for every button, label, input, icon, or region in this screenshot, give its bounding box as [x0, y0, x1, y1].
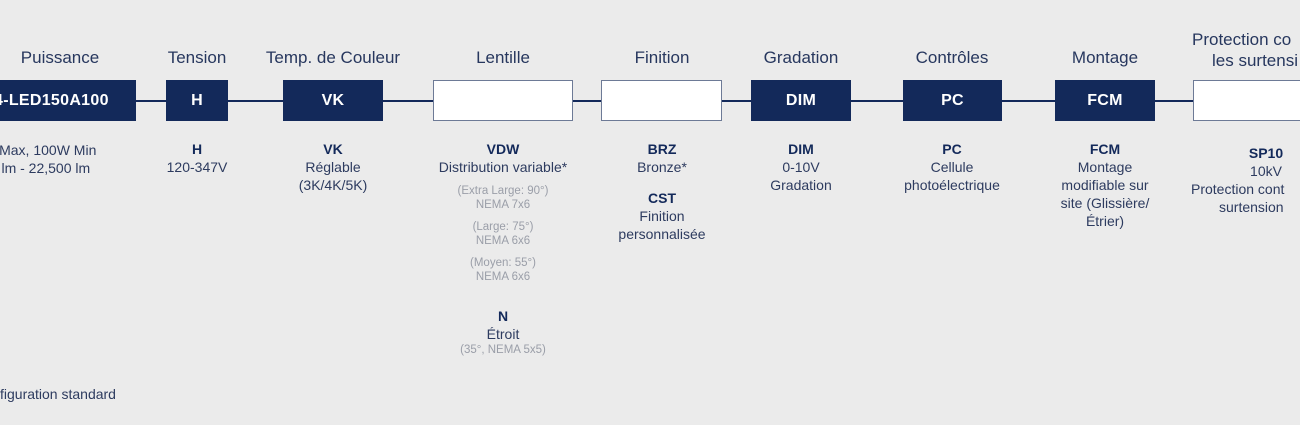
option-list: VDW Distribution variable* (Extra Large:… — [413, 141, 593, 357]
option-desc: modifiable sur — [1061, 177, 1149, 193]
option-code: VK — [323, 141, 343, 157]
column-temperature: Temp. de Couleur VK VK Réglable (3K/4K/5… — [253, 0, 413, 425]
option-list: PC Cellule photoélectrique — [872, 141, 1032, 194]
option-desc: Montage — [1077, 159, 1133, 175]
option-desc: photoélectrique — [904, 177, 1000, 193]
option-list: FCM Montage modifiable sur site (Glissiè… — [1030, 141, 1180, 230]
option-detail: (Extra Large: 90°) — [457, 185, 549, 197]
option-code: H — [191, 141, 203, 157]
column-header: Contrôles — [915, 48, 989, 67]
column-gradation: Gradation DIM DIM 0-10V Gradation — [731, 0, 871, 425]
option-desc: 10kV — [1250, 163, 1282, 179]
option-desc: 120-347V — [166, 159, 228, 175]
column-header: Finition — [634, 48, 690, 67]
option-desc: Gradation — [770, 177, 832, 193]
footnote: figuration standard — [0, 386, 116, 402]
option-desc: personnalisée — [618, 226, 706, 242]
option-desc: Réglable — [305, 159, 361, 175]
connector-line — [722, 100, 751, 102]
option-list: W Max, 100W Min 00 lm - 22,500 lm — [0, 141, 182, 177]
column-header-line: Protection co — [1192, 30, 1292, 49]
column-tension: Tension H H 120-347V — [157, 0, 237, 425]
option-desc: Protection cont — [1191, 181, 1285, 197]
option-detail: (35°, NEMA 5x5) — [460, 344, 546, 356]
column-header: Montage — [1071, 48, 1139, 67]
option-desc: (3K/4K/5K) — [298, 177, 368, 193]
option-box-montage[interactable]: FCM — [1055, 80, 1155, 121]
column-lentille: Lentille VDW Distribution variable* (Ext… — [413, 0, 593, 425]
option-code: VDW — [486, 141, 520, 157]
connector-line — [228, 100, 283, 102]
column-header: Protection co les surtensi — [1192, 29, 1300, 71]
connector-line — [573, 100, 601, 102]
option-code: SP10 — [1248, 145, 1284, 161]
option-box-lentille[interactable] — [433, 80, 573, 121]
option-box-gradation[interactable]: DIM — [751, 80, 851, 121]
column-montage: Montage FCM FCM Montage modifiable sur s… — [1030, 0, 1180, 425]
option-code: DIM — [788, 141, 814, 157]
option-desc: Distribution variable* — [438, 159, 568, 175]
option-box-temperature[interactable]: VK — [283, 80, 383, 121]
option-desc: Cellule — [930, 159, 974, 175]
option-box-tension[interactable]: H — [166, 80, 228, 121]
option-code: PC — [942, 141, 962, 157]
column-header: Puissance — [20, 48, 100, 67]
option-box-protection[interactable] — [1193, 80, 1300, 121]
option-detail: (Moyen: 55°) — [470, 257, 536, 269]
option-desc: Étroit — [486, 326, 520, 342]
column-header: Temp. de Couleur — [265, 48, 401, 67]
option-box-finition[interactable] — [601, 80, 722, 121]
option-desc: Finition — [639, 208, 685, 224]
option-detail: NEMA 6x6 — [475, 271, 531, 283]
connector-line — [851, 100, 903, 102]
option-code: N — [497, 308, 509, 324]
option-code: FCM — [1089, 141, 1121, 157]
option-desc: surtension — [1219, 199, 1284, 215]
column-header: Lentille — [476, 48, 530, 67]
option-list: H 120-347V — [157, 141, 237, 176]
option-desc: Étrier) — [1085, 213, 1125, 229]
column-header-line: les surtensi — [1212, 51, 1298, 70]
option-list: VK Réglable (3K/4K/5K) — [253, 141, 413, 194]
column-controles: Contrôles PC PC Cellule photoélectrique — [872, 0, 1032, 425]
option-desc: 00 lm - 22,500 lm — [0, 160, 91, 176]
option-list: SP10 10kV Protection cont surtension — [1191, 145, 1300, 216]
option-detail: (Large: 75°) — [472, 221, 534, 233]
option-list: BRZ Bronze* CST Finition personnalisée — [582, 141, 742, 243]
option-detail: NEMA 6x6 — [475, 235, 531, 247]
option-box-puissance[interactable]: 4-LED150A100 — [0, 80, 136, 121]
option-desc: W Max, 100W Min — [0, 142, 97, 158]
connector-line — [136, 100, 166, 102]
column-header: Tension — [167, 48, 227, 67]
option-desc: Bronze* — [637, 159, 687, 175]
column-finition: Finition BRZ Bronze* CST Finition person… — [582, 0, 742, 425]
column-protection: Protection co les surtensi SP10 10kV Pro… — [1183, 0, 1300, 425]
column-puissance: Puissance 4-LED150A100 W Max, 100W Min 0… — [0, 0, 145, 425]
option-box-controles[interactable]: PC — [903, 80, 1002, 121]
option-detail: NEMA 7x6 — [475, 199, 531, 211]
option-code: CST — [648, 190, 676, 206]
connector-line — [383, 100, 433, 102]
connector-line — [1155, 100, 1193, 102]
option-list: DIM 0-10V Gradation — [731, 141, 871, 194]
connector-line — [1002, 100, 1055, 102]
option-desc: 0-10V — [782, 159, 820, 175]
option-code: BRZ — [647, 141, 677, 157]
column-header: Gradation — [763, 48, 839, 67]
option-desc: site (Glissière/ — [1060, 195, 1150, 211]
